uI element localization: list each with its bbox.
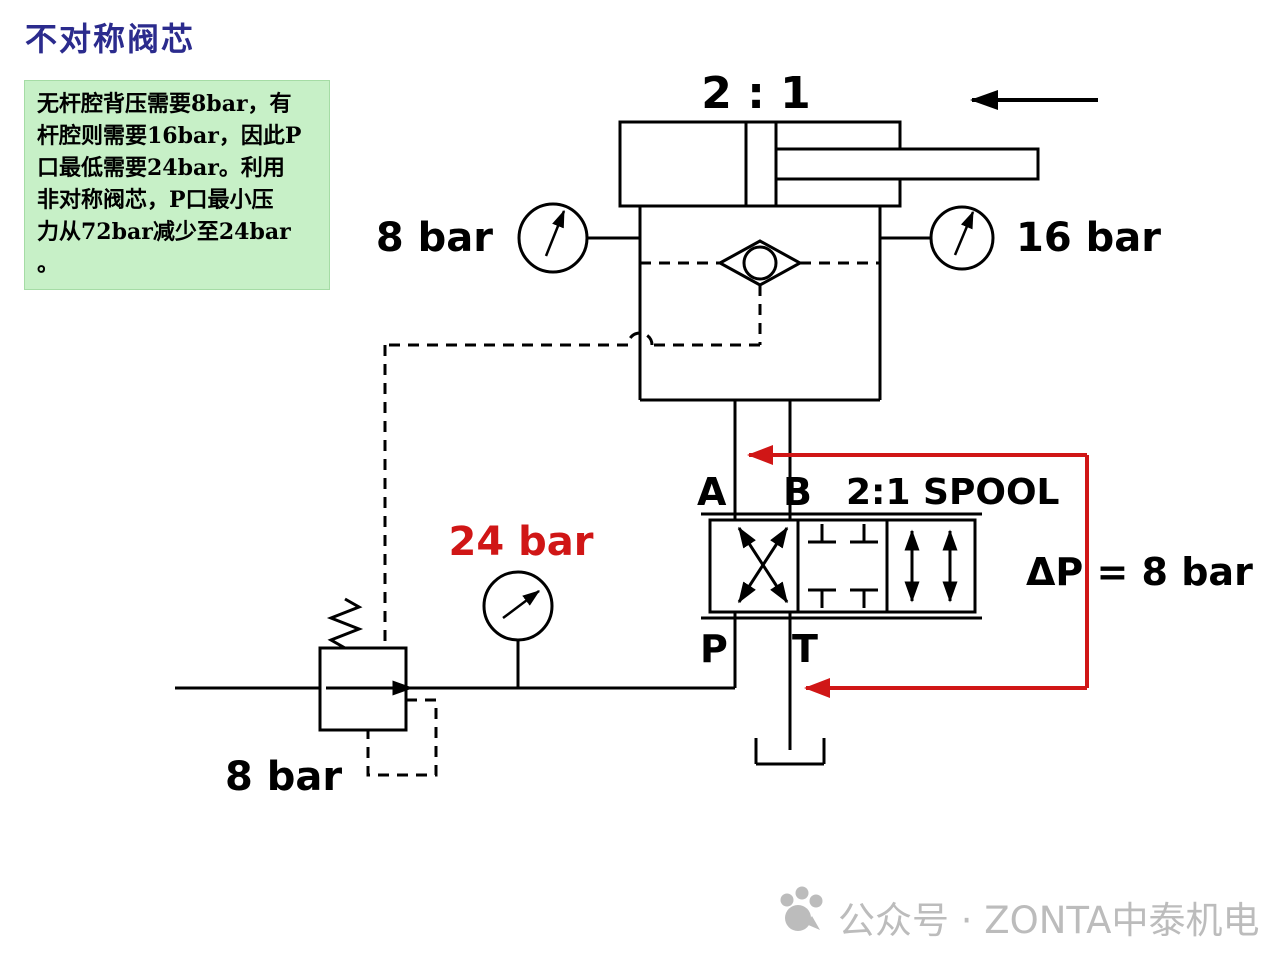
spool-closed-position: [808, 524, 878, 608]
tank-symbol: [754, 738, 826, 766]
gauge-needle: [953, 210, 975, 256]
pump-gauge: [482, 570, 554, 688]
info-line: 无杆腔背压需要8bar，有: [37, 91, 292, 117]
line-hop: [626, 331, 654, 346]
check-valve: [640, 239, 880, 287]
cylinder: [618, 120, 1040, 208]
page-title: 不对称阀芯: [25, 20, 196, 58]
info-line: 力从72bar减少至24bar: [37, 219, 291, 245]
watermark-text: 公众号 · ZONTA中泰机电: [838, 899, 1260, 942]
delta-p-path: [747, 445, 1089, 698]
spool-crossed-position: [737, 526, 789, 604]
cap-side-gauge: [517, 202, 589, 274]
relief-valve: [318, 597, 438, 777]
spool-parallel-position: [904, 529, 958, 603]
relief-setting-label: 8 bar: [225, 754, 343, 800]
delta-p-label: ΔP = 8 bar: [1026, 550, 1253, 594]
pt-lines: [733, 612, 826, 766]
port-b-label: B: [783, 470, 812, 514]
cylinder-rod: [774, 147, 1040, 181]
gauge-needle: [544, 209, 566, 257]
rod-gauge-label: 16 bar: [1016, 215, 1161, 261]
info-line: 杆腔则需要16bar，因此P: [37, 123, 302, 149]
cap-gauge-label: 8 bar: [375, 215, 493, 261]
gauge-needle: [502, 590, 540, 619]
info-line: 口最低需要24bar。利用: [37, 155, 285, 181]
rod-side-gauge: [929, 205, 995, 271]
pump-gauge-label: 24 bar: [448, 519, 594, 565]
cylinder-piston: [744, 120, 778, 208]
watermark-logo-icon: [780, 886, 823, 931]
manifold-block: [588, 206, 931, 402]
directional-valve: [701, 512, 982, 620]
pilot-line: [383, 285, 762, 648]
relief-pilot-loop: [366, 698, 438, 777]
info-line: 非对称阀芯，P口最小压: [37, 187, 274, 213]
cylinder-ratio-label: 2 : 1: [701, 68, 811, 119]
work-lines: [733, 400, 792, 520]
spool-label: 2:1 SPOOL: [846, 472, 1060, 513]
spring-symbol: [326, 597, 364, 650]
port-a-label: A: [697, 470, 727, 514]
info-box: 无杆腔背压需要8bar，有 杆腔则需要16bar，因此P 口最低需要24bar。…: [24, 80, 330, 290]
port-p-label: P: [700, 627, 728, 671]
info-line: 。: [37, 251, 60, 277]
port-t-label: T: [792, 627, 818, 671]
